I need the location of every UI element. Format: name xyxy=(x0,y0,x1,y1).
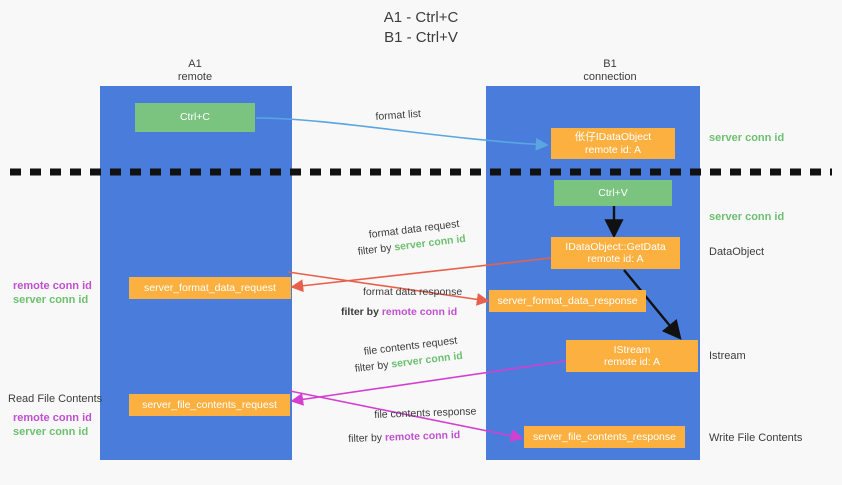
column-b1-sub: connection xyxy=(583,71,637,83)
column-a1-name: A1 xyxy=(188,58,202,70)
left-label-remote-conn-id-2: remote conn id xyxy=(13,412,92,424)
filter-by-text-4: filter by xyxy=(348,431,386,445)
remote-conn-id-1: remote conn id xyxy=(381,306,458,318)
edge-label-file-contents-response-filter: filter by remote conn id xyxy=(348,428,460,446)
node-istream[interactable]: IStream remote id: A xyxy=(566,340,698,372)
right-label-server-conn-id-mid: server conn id xyxy=(709,211,785,223)
edge-label-format-data-response: format data response xyxy=(363,286,463,298)
node-istream-line1: IStream xyxy=(613,343,651,356)
node-ctrl-v-label: Ctrl+V xyxy=(598,186,628,199)
node-ctrl-v[interactable]: Ctrl+V xyxy=(554,180,672,206)
column-b1-name: B1 xyxy=(603,58,617,70)
node-server-format-data-request[interactable]: server_format_data_request xyxy=(129,277,291,299)
node-getdata-line1: IDataObject::GetData xyxy=(565,240,666,253)
filter-by-text-2: filter by xyxy=(341,306,382,318)
node-idataobject-create-line2: remote id: A xyxy=(584,143,642,156)
node-server-format-data-request-label: server_format_data_request xyxy=(144,281,276,294)
left-label-read-file-contents: Read File Contents xyxy=(8,393,103,405)
filter-by-text-1: filter by xyxy=(357,241,396,258)
right-label-istream: Istream xyxy=(709,350,746,362)
title-line-2: B1 - Ctrl+V xyxy=(384,29,458,46)
node-server-file-contents-request[interactable]: server_file_contents_request xyxy=(129,394,290,416)
right-label-write-file-contents: Write File Contents xyxy=(709,432,803,444)
edge-label-format-data-response-filter: filter by remote conn id xyxy=(341,305,457,319)
node-istream-line2: remote id: A xyxy=(603,356,661,368)
node-idataobject-create[interactable]: 伥仔IDataObject remote id: A xyxy=(551,128,675,159)
column-a1-sub: remote xyxy=(177,71,213,83)
node-server-file-contents-response-label: server_file_contents_response xyxy=(532,430,676,443)
node-idataobject-getdata[interactable]: IDataObject::GetData remote id: A xyxy=(551,237,680,269)
node-ctrl-c-label: Ctrl+C xyxy=(179,111,211,124)
right-label-data-object: DataObject xyxy=(709,246,765,258)
left-label-remote-conn-id-1: remote conn id xyxy=(13,280,92,292)
node-idataobject-create-line1: 伥仔IDataObject xyxy=(574,131,652,143)
edge-label-file-contents-response: file contents response xyxy=(374,405,477,421)
right-label-server-conn-id-top: server conn id xyxy=(709,132,785,144)
remote-conn-id-2: remote conn id xyxy=(384,429,461,444)
node-server-file-contents-response[interactable]: server_file_contents_response xyxy=(524,426,685,448)
column-header-a1: A1 remote xyxy=(125,58,265,84)
left-label-server-conn-id-1: server conn id xyxy=(13,294,89,306)
node-server-format-data-response[interactable]: server_format_data_response xyxy=(489,290,646,312)
filter-by-text-3: filter by xyxy=(354,358,393,375)
node-server-format-data-response-label: server_format_data_response xyxy=(497,294,638,307)
title-line-1: A1 - Ctrl+C xyxy=(383,9,459,26)
column-header-b1: B1 connection xyxy=(540,58,680,84)
page-title: A1 - Ctrl+C B1 - Ctrl+V xyxy=(0,8,842,48)
node-ctrl-c[interactable]: Ctrl+C xyxy=(135,103,255,132)
node-server-file-contents-request-label: server_file_contents_request xyxy=(142,398,277,411)
left-label-server-conn-id-2: server conn id xyxy=(13,426,89,438)
node-getdata-line2: remote id: A xyxy=(587,253,644,265)
edge-label-format-list: format list xyxy=(375,107,422,123)
